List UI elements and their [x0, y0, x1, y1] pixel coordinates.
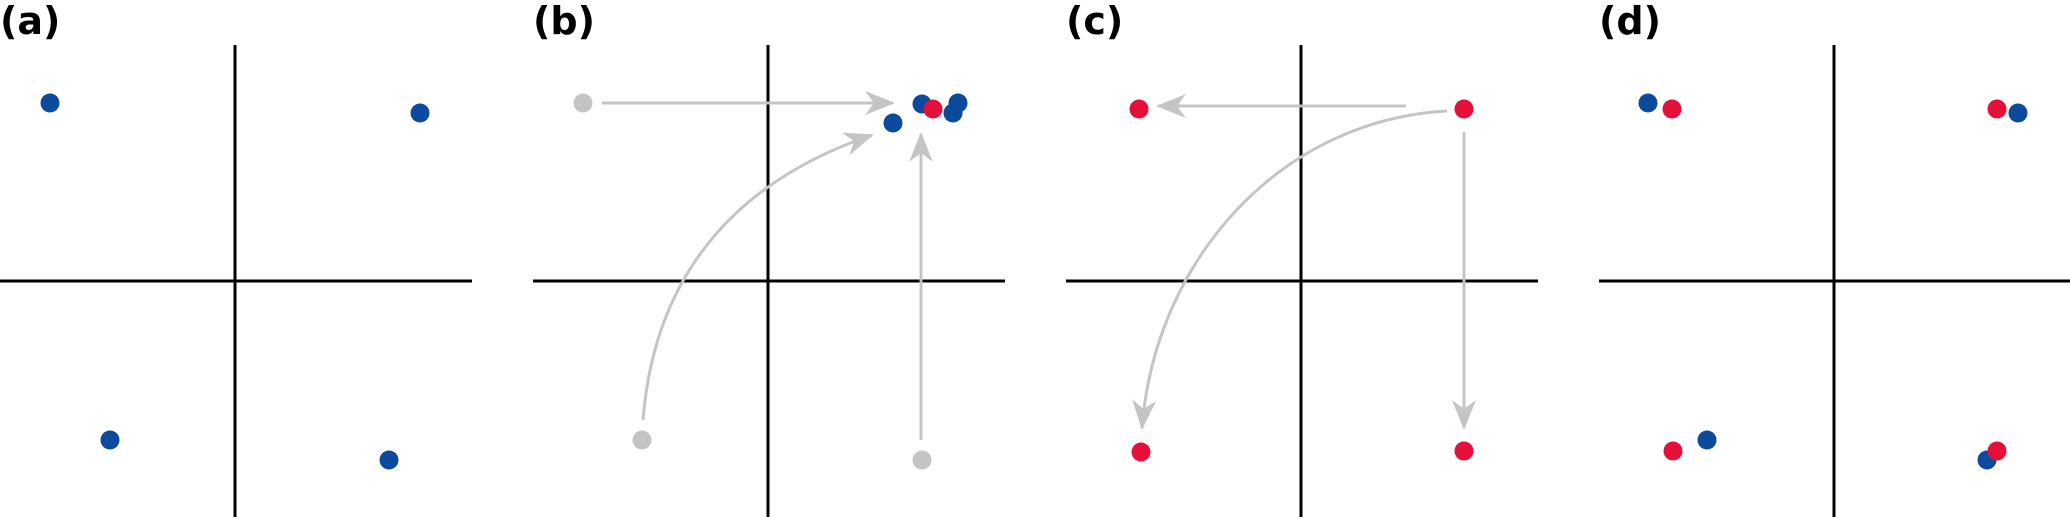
panel-b-origin-point-bottom-left: [632, 430, 652, 450]
panel-b-cluster-blue-3: [943, 103, 963, 123]
panel-d: (d): [1599, 0, 2070, 517]
panel-c-point-bottom-right: [1454, 441, 1474, 461]
panel-a-point-top-right: [410, 103, 430, 123]
panel-c: (c): [1066, 0, 1538, 517]
panel-b-origin-point-top-left: [573, 93, 593, 113]
panel-a-point-bottom-right: [379, 450, 399, 470]
panel-c-point-top-right: [1454, 99, 1474, 119]
panel-b-origin-point-bottom-right: [912, 450, 932, 470]
panel-c-point-bottom-left: [1131, 442, 1151, 462]
panel-b-cluster-blue-4: [883, 113, 903, 133]
panel-d-label: (d): [1599, 0, 1661, 43]
panel-a: (a): [0, 0, 472, 517]
panel-d-point-red-top-right: [1987, 99, 2007, 119]
panel-b-cluster-red: [923, 99, 943, 119]
panel-c-point-top-left: [1129, 99, 1149, 119]
panel-d-point-red-top-left: [1662, 99, 1682, 119]
panel-b-label: (b): [533, 0, 595, 43]
panel-c-arrow-to-bottom-left: [1132, 109, 1448, 430]
panel-a-point-bottom-left: [100, 430, 120, 450]
panel-b-arrow-from-bottom-left: [641, 132, 874, 421]
panel-d-point-blue-top-right: [2008, 103, 2028, 123]
panel-a-label: (a): [0, 0, 60, 43]
panel-c-label: (c): [1066, 0, 1123, 43]
panel-d-point-red-bottom-right: [1987, 441, 2007, 461]
panel-d-point-blue-top-left: [1638, 93, 1658, 113]
panel-b: (b): [533, 0, 1005, 517]
panel-d-point-red-bottom-left: [1663, 441, 1683, 461]
panel-a-point-top-left: [40, 93, 60, 113]
panel-d-point-blue-bottom-left: [1697, 430, 1717, 450]
